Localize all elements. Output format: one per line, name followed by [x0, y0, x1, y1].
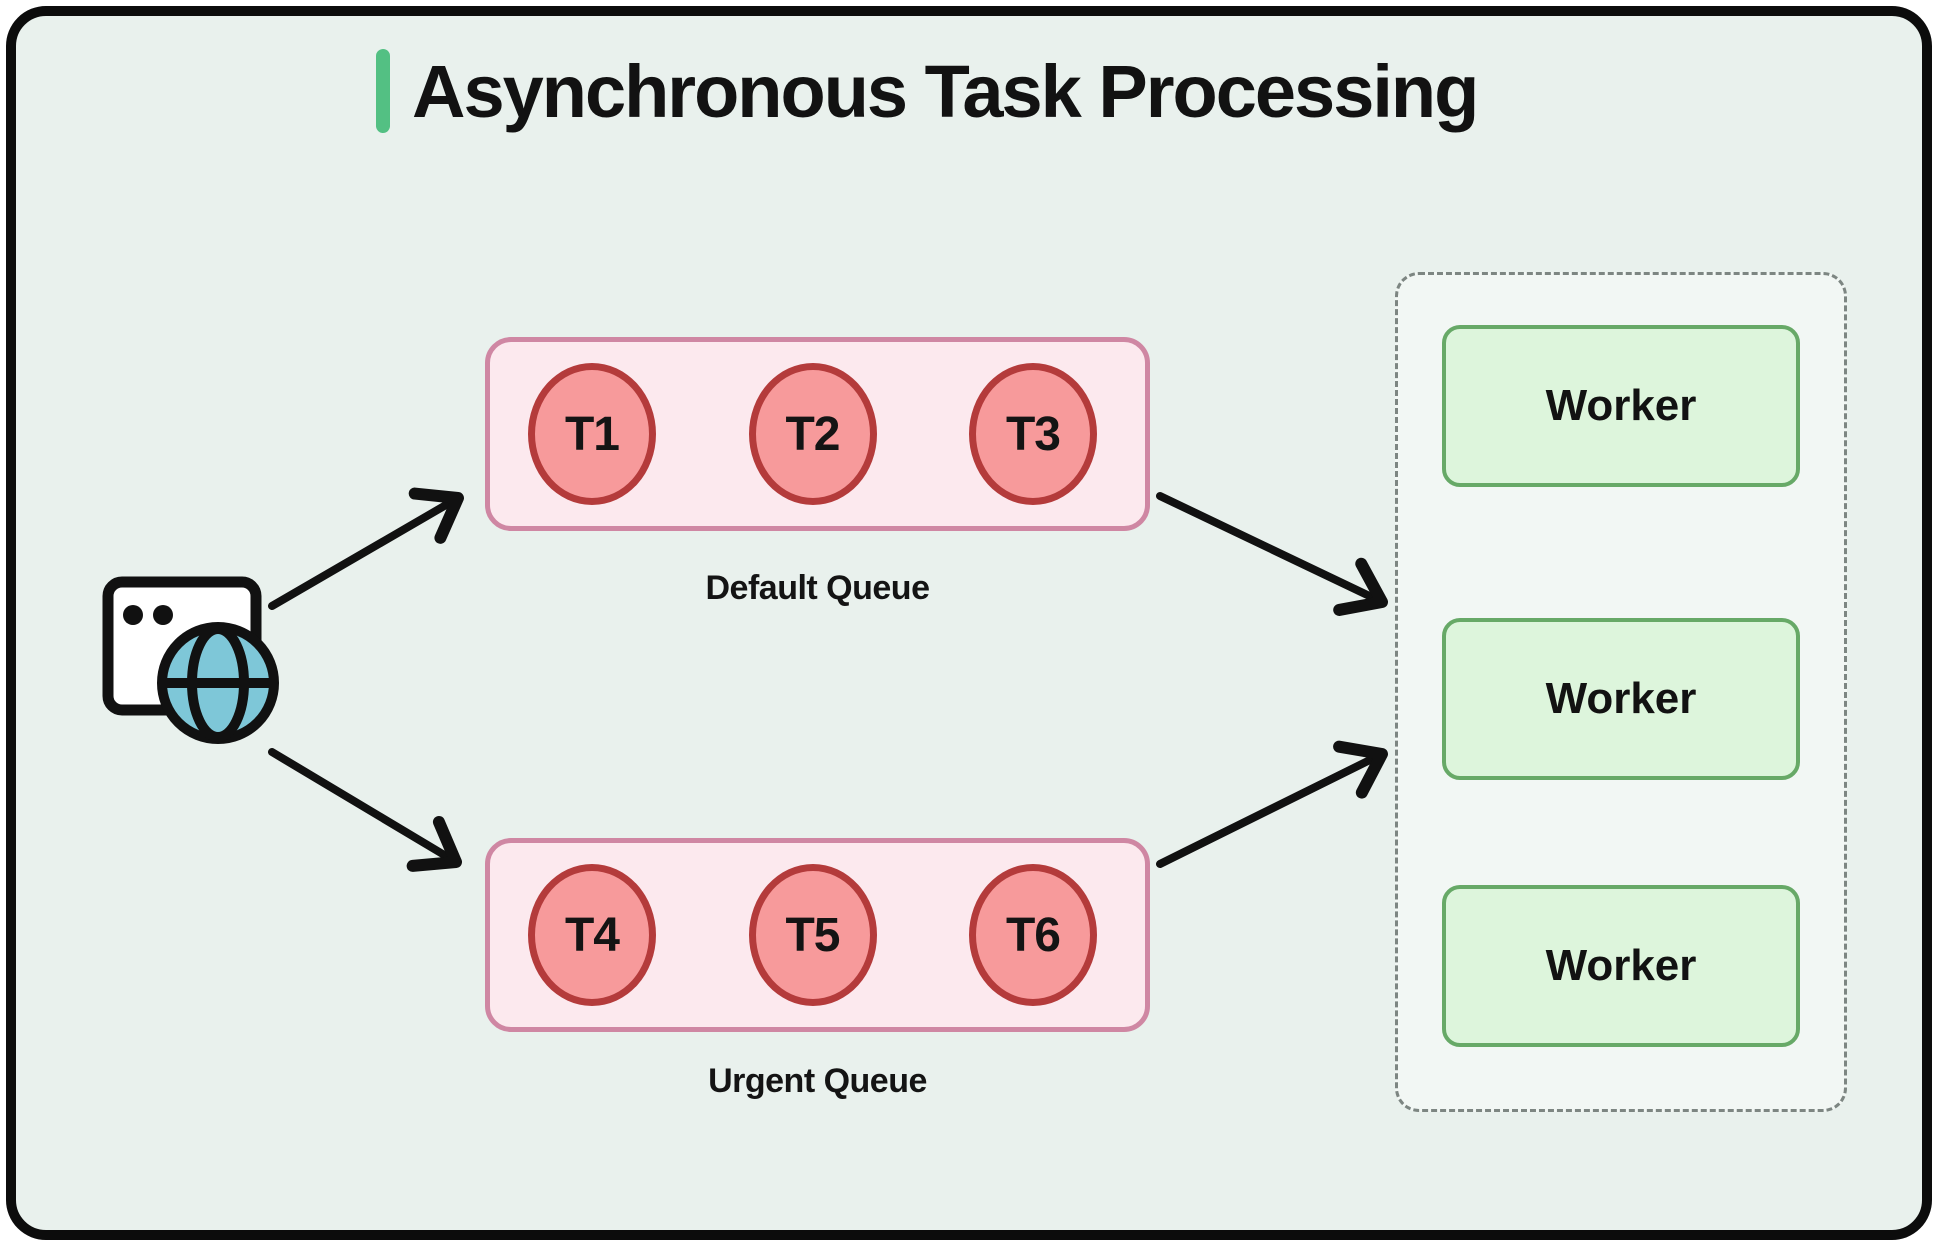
worker-pool: Worker Worker Worker: [1395, 272, 1847, 1112]
urgent-queue-box: T4 T5 T6: [485, 838, 1150, 1032]
worker-box: Worker: [1442, 885, 1800, 1047]
task-circle: T5: [748, 864, 877, 1006]
globe-icon: [157, 622, 279, 744]
browser-dot-icon: [153, 605, 173, 625]
worker-box: Worker: [1442, 325, 1800, 487]
urgent-queue-label: Urgent Queue: [708, 1062, 927, 1100]
task-circle: T1: [528, 363, 656, 505]
title-row: Asynchronous Task Processing: [376, 36, 1479, 146]
default-queue-label: Default Queue: [705, 569, 930, 607]
worker-box: Worker: [1442, 618, 1800, 780]
task-circle: T6: [969, 864, 1097, 1006]
browser-globe-icon: [102, 576, 279, 744]
title-accent-bar: [376, 49, 390, 133]
task-circle: T2: [748, 363, 877, 505]
browser-dot-icon: [123, 605, 143, 625]
task-circle: T4: [528, 864, 656, 1006]
default-queue-box: T1 T2 T3: [485, 337, 1150, 531]
task-circle: T3: [969, 363, 1097, 505]
page-title: Asynchronous Task Processing: [412, 49, 1479, 133]
